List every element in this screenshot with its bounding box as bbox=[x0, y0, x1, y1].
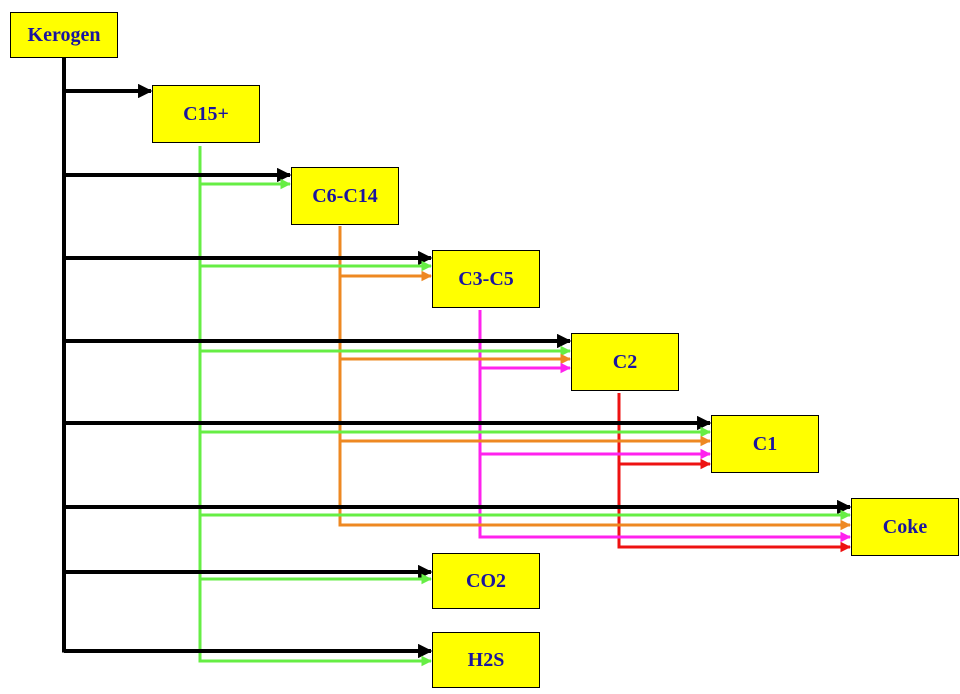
node-c2: C2 bbox=[571, 333, 679, 391]
node-c3-c5: C3-C5 bbox=[432, 250, 540, 308]
node-h2s: H2S bbox=[432, 632, 540, 688]
node-c6-c14: C6-C14 bbox=[291, 167, 399, 225]
node-coke: Coke bbox=[851, 498, 959, 556]
node-c1: C1 bbox=[711, 415, 819, 473]
node-co2: CO2 bbox=[432, 553, 540, 609]
node-kerogen: Kerogen bbox=[10, 12, 118, 58]
node-c15: C15+ bbox=[152, 85, 260, 143]
